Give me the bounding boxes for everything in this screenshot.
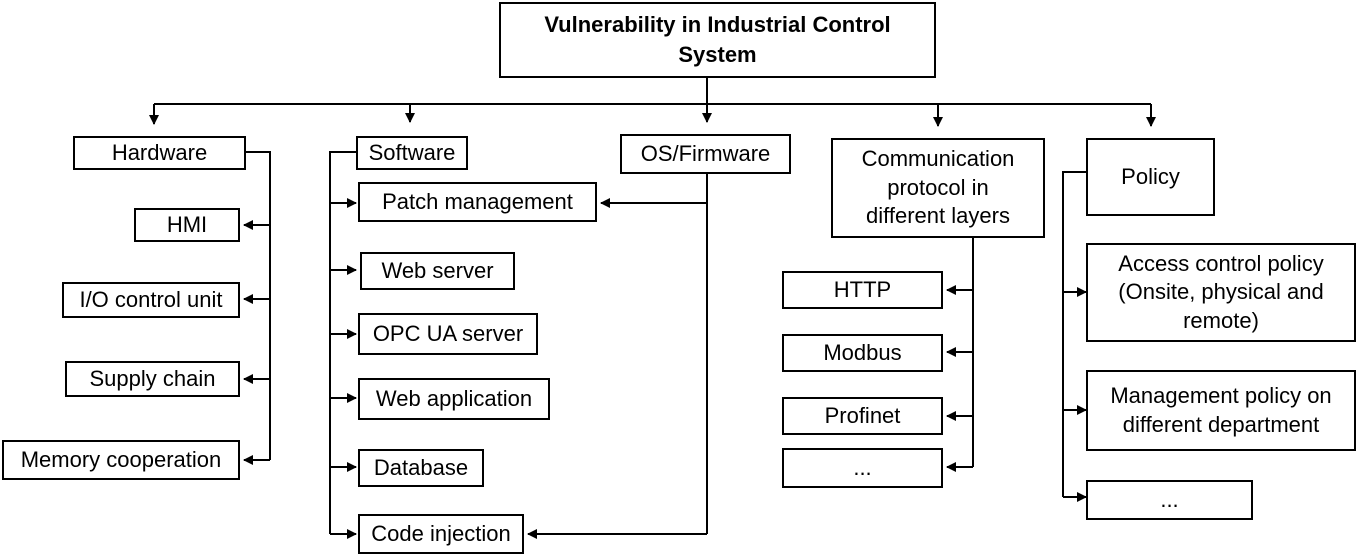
software-item-database: Database [358,449,484,487]
hardware-item-io-control-unit: I/O control unit [62,282,240,318]
software-spine-line [329,151,356,534]
category-os-firmware: OS/Firmware [620,134,791,174]
communication-item-modbus: Modbus [782,334,943,372]
communication-item-http: HTTP [782,271,943,309]
hardware-spine-line [246,151,271,460]
policy-item-management-policy: Management policy on different departmen… [1086,370,1356,451]
category-software: Software [356,136,468,170]
root-node: Vulnerability in Industrial Control Syst… [499,2,936,78]
policy-item-access-control: Access control policy (Onsite, physical … [1086,243,1356,342]
category-hardware: Hardware [73,136,246,170]
software-item-web-application: Web application [358,378,550,420]
policy-spine-line [1062,171,1086,497]
communication-item-more: ... [782,448,943,488]
category-communication: Communication protocol in different laye… [831,138,1045,238]
communication-item-profinet: Profinet [782,397,943,435]
hardware-item-memory-cooperation: Memory cooperation [2,440,240,480]
policy-item-more: ... [1086,480,1253,520]
software-item-patch-management: Patch management [358,182,597,222]
software-item-code-injection: Code injection [358,514,524,554]
hardware-item-hmi: HMI [134,208,240,242]
category-policy: Policy [1086,138,1215,216]
software-item-opc-ua-server: OPC UA server [358,313,538,355]
hardware-item-supply-chain: Supply chain [65,361,240,397]
software-item-web-server: Web server [360,252,515,290]
